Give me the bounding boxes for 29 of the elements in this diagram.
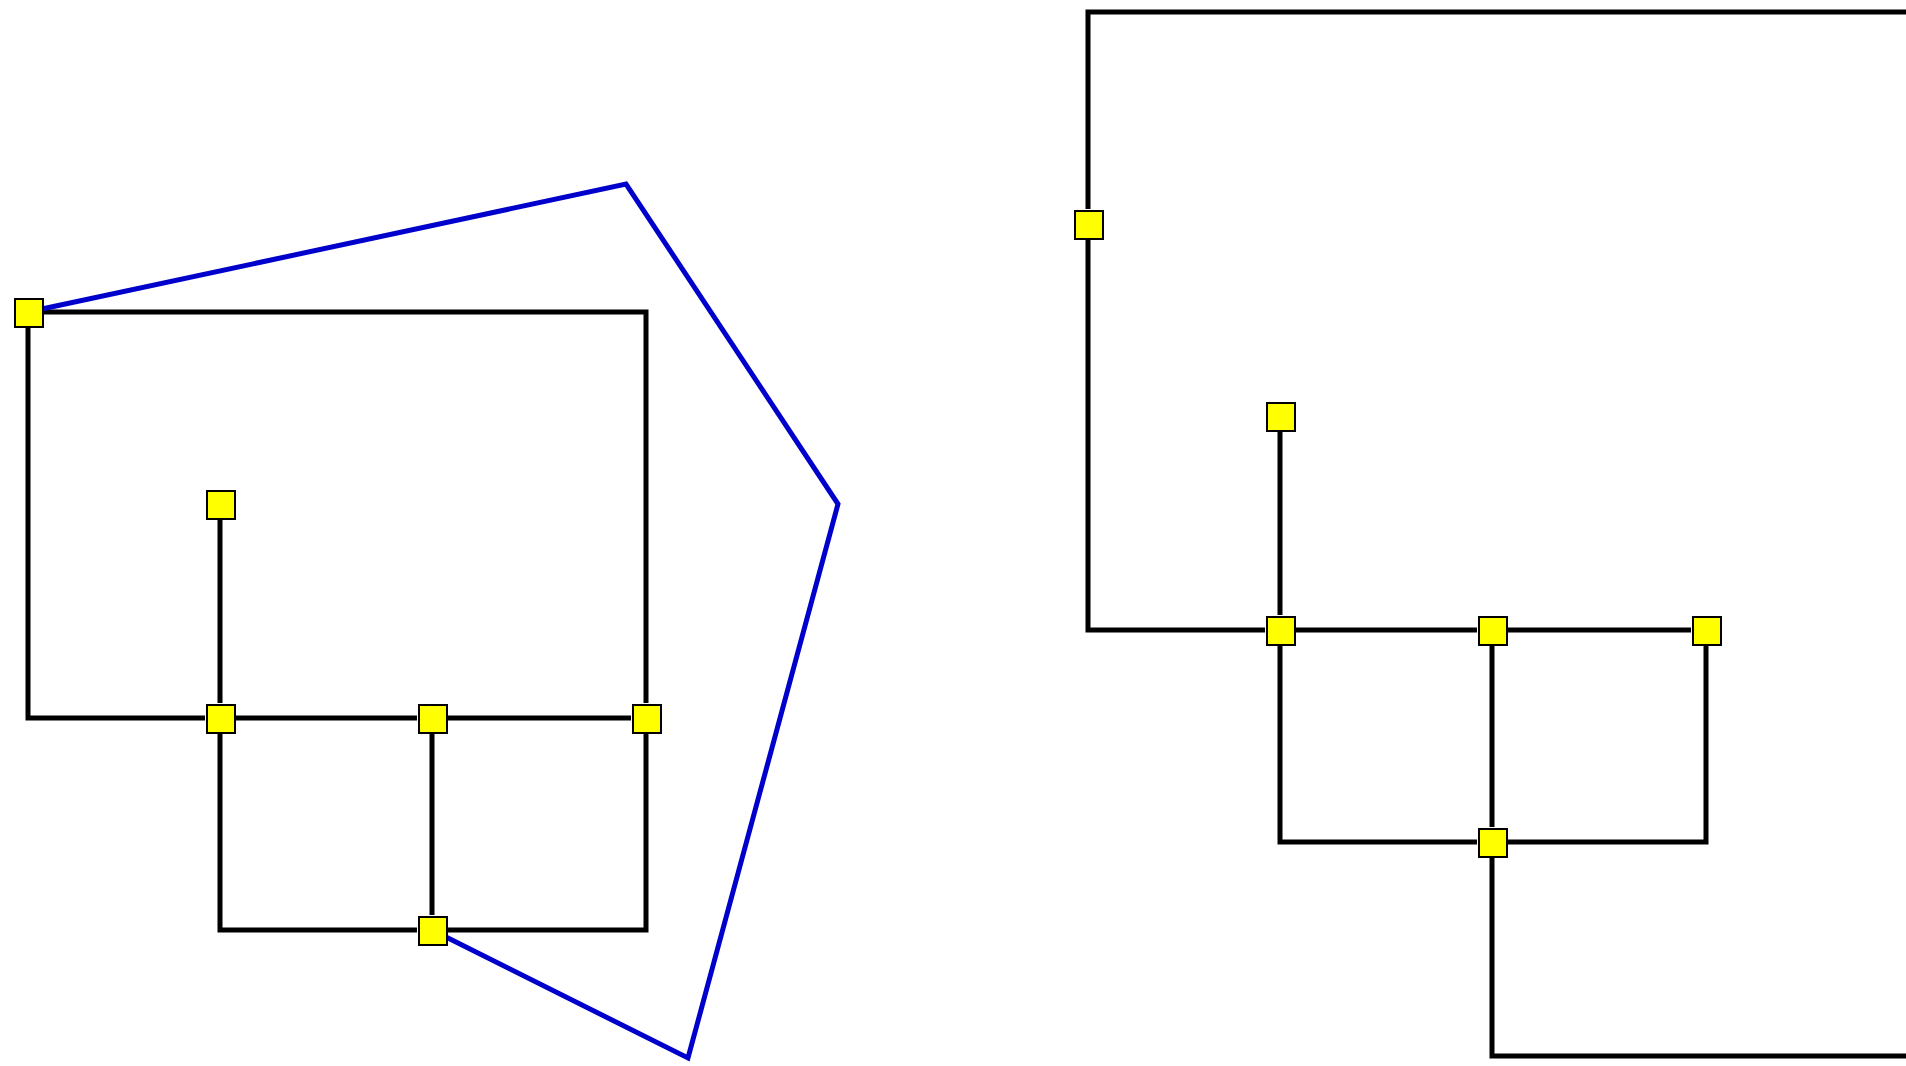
connector-line: [1085, 239, 1265, 633]
node-square: [1073, 209, 1103, 239]
connector-line: [1507, 627, 1691, 633]
connector-line: [1085, 9, 1906, 1059]
connector-line: [217, 733, 417, 933]
node-square: [417, 915, 447, 945]
node-square: [1477, 615, 1507, 645]
node-square: [205, 703, 235, 733]
node-square: [205, 489, 235, 519]
connector-line: [429, 733, 435, 915]
connector-line: [1295, 627, 1477, 633]
connector-line: [1277, 431, 1283, 615]
connector-line: [447, 715, 631, 721]
connector-line: [235, 715, 417, 721]
node-square: [1265, 615, 1295, 645]
node-square: [1477, 827, 1507, 857]
connector-line: [25, 327, 205, 721]
node-square: [417, 703, 447, 733]
connector-line: [447, 733, 649, 933]
connector-line: [1277, 645, 1477, 845]
node-square: [631, 703, 661, 733]
node-square: [13, 297, 43, 327]
connector-line: [1489, 645, 1495, 827]
connector-line: [217, 519, 223, 703]
connector-line: [43, 309, 649, 703]
node-square: [1691, 615, 1721, 645]
node-square: [1265, 401, 1295, 431]
connector-line: [42, 181, 841, 1062]
connector-line: [1507, 645, 1709, 845]
